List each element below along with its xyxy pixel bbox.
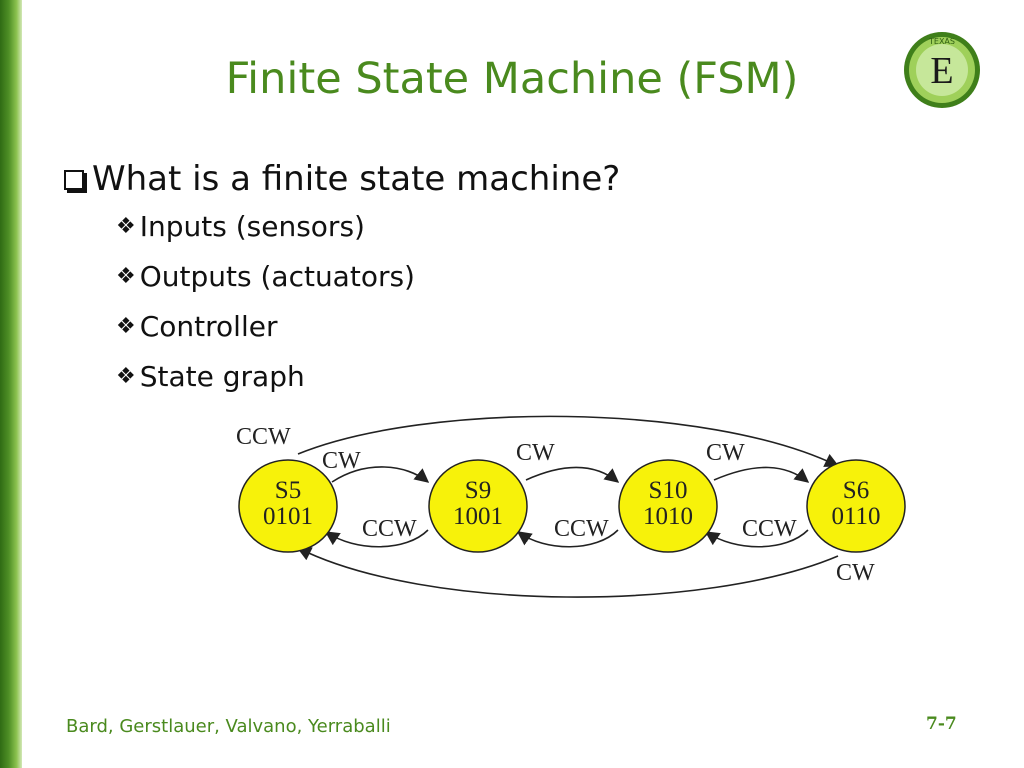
- transition-label: CW: [836, 560, 875, 586]
- state-code: 0101: [263, 503, 313, 530]
- transition-label: CW: [516, 440, 555, 466]
- state-node-s9: S9 1001: [428, 459, 528, 553]
- bullet-list: What is a finite state machine? ❖ Inputs…: [64, 156, 620, 402]
- sub-bullet: ❖ State graph: [116, 352, 620, 402]
- transition-arrow-s10-s9: [516, 529, 619, 548]
- footer-authors: Bard, Gerstlauer, Valvano, Yerraballi: [66, 716, 391, 737]
- transition-arrow-s5-s6: [297, 415, 840, 467]
- state-name: S9: [465, 477, 491, 504]
- sub-bullet-text: Controller: [139, 310, 278, 343]
- transition-label: CW: [706, 440, 745, 466]
- transition-label: CCW: [742, 516, 797, 542]
- state-name: S6: [843, 477, 869, 504]
- state-node-s5: S5 0101: [238, 459, 338, 553]
- main-bullet-text: What is a finite state machine?: [92, 159, 621, 199]
- state-code: 1001: [453, 503, 503, 530]
- diamond-bullet-icon: ❖: [116, 364, 136, 389]
- page-number: 7-7: [926, 714, 957, 734]
- transition-arrow-s6-s10: [704, 529, 809, 548]
- sub-bullet-text: Inputs (sensors): [139, 210, 365, 243]
- transition-label: CCW: [362, 516, 417, 542]
- logo-arc-text: TEXAS: [928, 37, 955, 46]
- state-name: S10: [649, 477, 688, 504]
- transition-label: CW: [322, 448, 361, 474]
- transition-arrow-s9-s5: [324, 529, 429, 548]
- state-name: S5: [275, 477, 301, 504]
- square-bullet-icon: [64, 170, 84, 190]
- diamond-bullet-icon: ❖: [116, 314, 136, 339]
- left-accent-bar: [0, 0, 22, 768]
- state-code: 1010: [643, 503, 693, 530]
- main-bullet: What is a finite state machine?: [64, 156, 620, 202]
- texas-e-logo-icon: TEXAS E: [904, 32, 980, 108]
- slide-title: Finite State Machine (FSM): [225, 54, 799, 104]
- sub-bullet: ❖ Controller: [116, 302, 620, 352]
- logo-letter: E: [930, 50, 953, 92]
- transition-arrow-s6-s5: [296, 547, 839, 598]
- sub-bullet-text: State graph: [139, 360, 305, 393]
- transition-arrow-s9-s10: [525, 466, 620, 483]
- sub-bullet: ❖ Outputs (actuators): [116, 252, 620, 302]
- transition-arrow-s5-s9: [331, 466, 430, 483]
- transition-arrow-s10-s6: [713, 466, 810, 483]
- sub-bullet-text: Outputs (actuators): [139, 260, 415, 293]
- diamond-bullet-icon: ❖: [116, 264, 136, 289]
- state-node-s10: S10 1010: [618, 459, 718, 553]
- state-node-s6: S6 0110: [806, 459, 906, 553]
- transition-label: CCW: [236, 424, 291, 450]
- sub-bullet: ❖ Inputs (sensors): [116, 202, 620, 252]
- state-graph-diagram: CCW CW CW CW CCW CCW CCW CW S5 0101 S9 1…: [236, 415, 906, 598]
- transition-label: CCW: [554, 516, 609, 542]
- state-code: 0110: [831, 503, 880, 530]
- diamond-bullet-icon: ❖: [116, 214, 136, 239]
